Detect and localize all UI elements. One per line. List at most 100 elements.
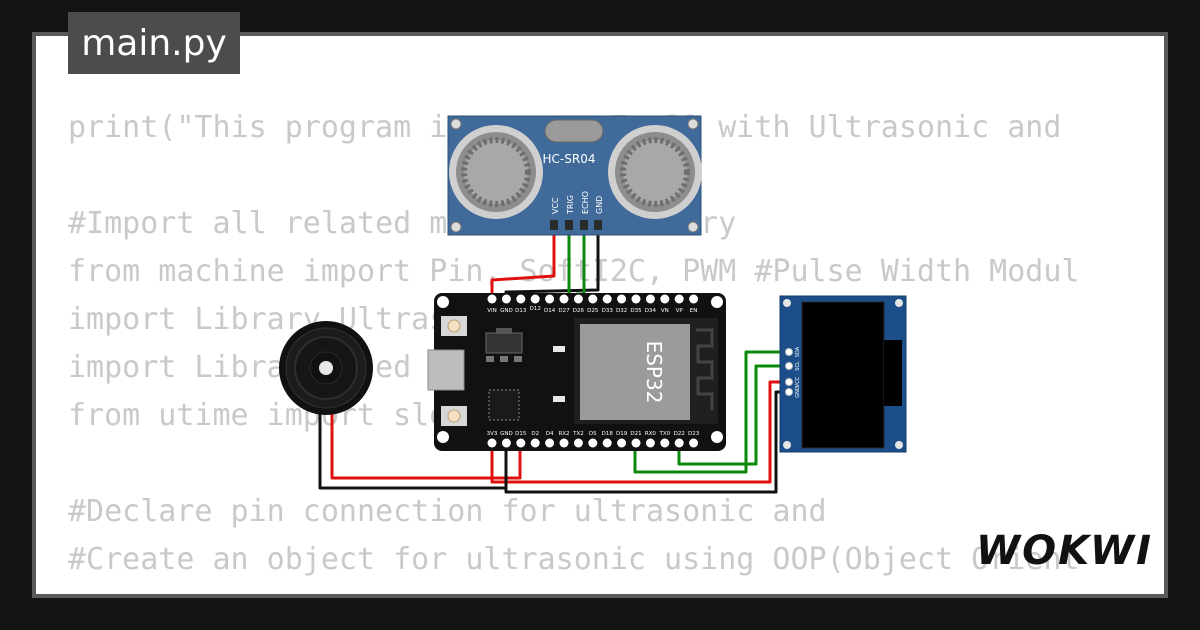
transducer-right xyxy=(608,125,702,219)
esp32-pin-d12[interactable] xyxy=(530,294,540,304)
oled-pin-label: VCC xyxy=(795,376,801,387)
esp32-pin-gnd[interactable] xyxy=(501,438,511,448)
esp32-mounting-hole xyxy=(437,431,449,443)
oled-pin-vcc[interactable] xyxy=(785,378,793,386)
esp32-pin-label: D35 xyxy=(630,308,642,314)
esp32-pin-label: EN xyxy=(690,308,698,314)
wire-d22-scl[interactable] xyxy=(677,364,786,466)
esp32-pin-d15[interactable] xyxy=(516,438,526,448)
esp32-pin-en[interactable] xyxy=(689,294,699,304)
esp32-bottom-pin-holes xyxy=(487,438,699,448)
en-button[interactable] xyxy=(441,316,467,336)
sensor-pin-headers xyxy=(550,220,602,230)
sensor-pin-gnd[interactable] xyxy=(594,220,602,230)
esp32-pin-tx2[interactable] xyxy=(573,438,583,448)
transducer-left xyxy=(449,125,543,219)
wire-vcc-vin[interactable] xyxy=(490,226,556,299)
esp32-pin-d34[interactable] xyxy=(645,294,655,304)
esp32-chip-label: ESP32 xyxy=(642,341,666,404)
esp32-pin-rx2[interactable] xyxy=(559,438,569,448)
esp32-pin-d26[interactable] xyxy=(573,294,583,304)
esp32-pin-d25[interactable] xyxy=(588,294,598,304)
esp32-pin-label: D23 xyxy=(688,431,700,437)
voltage-regulator xyxy=(485,328,523,362)
esp32-pin-vp[interactable] xyxy=(674,294,684,304)
esp32-pin-d23[interactable] xyxy=(689,438,699,448)
esp32-pin-label: D33 xyxy=(602,308,614,314)
oled-pin-gnd[interactable] xyxy=(785,388,793,396)
esp32-pin-tx0[interactable] xyxy=(660,438,670,448)
wire-gnd-oled-gnd[interactable] xyxy=(504,390,786,494)
esp32-pin-d35[interactable] xyxy=(631,294,641,304)
wire-3v3-oled-vcc[interactable] xyxy=(490,380,786,484)
esp32-pin-d21[interactable] xyxy=(631,438,641,448)
esp32-mounting-hole xyxy=(437,296,449,308)
esp32-pin-d32[interactable] xyxy=(617,294,627,304)
esp32-pin-vn[interactable] xyxy=(660,294,670,304)
esp32-pin-rx0[interactable] xyxy=(645,438,655,448)
esp32-pin-3v3[interactable] xyxy=(487,438,497,448)
esp32-mounting-hole xyxy=(711,296,723,308)
esp32-pin-d4[interactable] xyxy=(545,438,555,448)
esp32-pin-gnd[interactable] xyxy=(501,294,511,304)
esp32-pin-d27[interactable] xyxy=(559,294,569,304)
code-line: #Create an object for ultrasonic using O… xyxy=(68,542,1080,577)
esp32-pin-label: 3V3 xyxy=(487,431,498,437)
esp32-top-pin-holes xyxy=(437,294,723,443)
sensor-pin-trig[interactable] xyxy=(565,220,573,230)
file-tab-main-py[interactable]: main.py xyxy=(68,12,240,74)
wire-echo-d26[interactable] xyxy=(575,226,586,299)
esp32-pin-d33[interactable] xyxy=(602,294,612,304)
esp32-pin-label: TX2 xyxy=(572,431,584,437)
esp32-pin-label: GND xyxy=(500,431,513,437)
code-line: #for ultrasonic and oled using SoftI2C() xyxy=(68,584,1134,594)
smd-part xyxy=(553,346,565,352)
esp32-module: ESP32 xyxy=(574,318,718,424)
esp32-pin-label: TX0 xyxy=(658,431,670,437)
esp32-pin-d14[interactable] xyxy=(545,294,555,304)
wokwi-logo: WOKWI xyxy=(976,522,1152,586)
wire-d21-sda[interactable] xyxy=(633,350,786,474)
piezo-buzzer[interactable] xyxy=(279,321,373,415)
esp32-pin-label: D34 xyxy=(645,308,657,314)
esp32-pin-label: D27 xyxy=(558,308,570,314)
sensor-pin-vcc[interactable] xyxy=(550,220,558,230)
esp32-pin-d5[interactable] xyxy=(588,438,598,448)
esp32-pin-label: D22 xyxy=(674,431,685,437)
oled-pin-label: GND xyxy=(795,386,801,398)
wokwi-logo-text: WOKWI xyxy=(976,528,1154,574)
esp32-pin-d2[interactable] xyxy=(530,438,540,448)
esp32-pin-label: VP xyxy=(676,308,684,314)
esp32-mounting-hole xyxy=(711,431,723,443)
sensor-pin-label-echo: ECHO xyxy=(581,191,590,214)
esp32-pin-d13[interactable] xyxy=(516,294,526,304)
esp32-pin-label: D12 xyxy=(530,306,541,312)
oled-pin-scl[interactable] xyxy=(785,362,793,370)
esp32-pin-d19[interactable] xyxy=(617,438,627,448)
esp32-pin-label: D5 xyxy=(589,431,597,437)
sensor-pin-label-trig: TRIG xyxy=(566,195,575,215)
esp32-pin-label: D2 xyxy=(531,431,539,437)
esp32-pin-label: D14 xyxy=(544,308,556,314)
esp32-pin-label: D32 xyxy=(616,308,627,314)
esp32-pin-label: D21 xyxy=(630,431,641,437)
wire-buzzer-d15[interactable] xyxy=(330,402,522,480)
esp32-pin-d18[interactable] xyxy=(602,438,612,448)
boot-button[interactable] xyxy=(441,406,467,426)
code-line: from machine import Pin, SoftI2C, PWM #P… xyxy=(68,254,1080,289)
sensor-pin-label-gnd: GND xyxy=(595,196,604,214)
oled-pin-sda[interactable] xyxy=(785,348,793,356)
esp32-pin-d22[interactable] xyxy=(674,438,684,448)
sensor-pin-echo[interactable] xyxy=(580,220,588,230)
esp32-pin-label: RX2 xyxy=(558,431,569,437)
oled-pin-holes xyxy=(785,348,793,396)
esp32-pin-vin[interactable] xyxy=(487,294,497,304)
esp32-pin-label: VIN xyxy=(487,308,497,314)
